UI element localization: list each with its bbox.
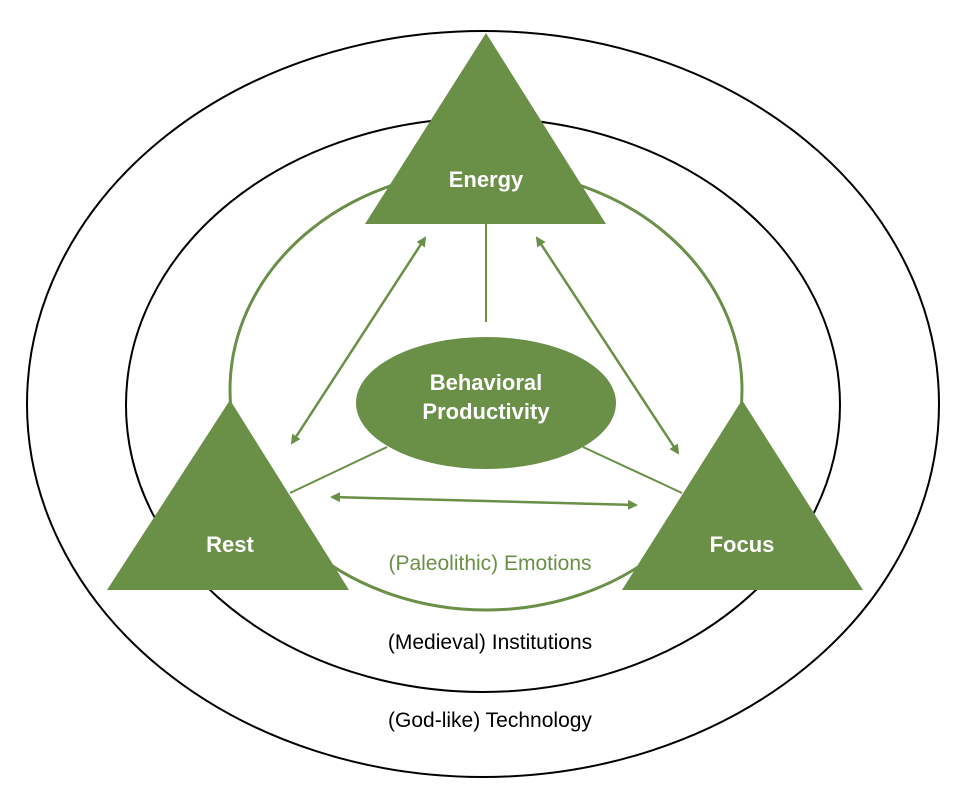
- arrow-energy-focus: [535, 236, 680, 455]
- emotions-label: (Paleolithic) Emotions: [388, 552, 591, 575]
- arrow-rest-focus: [330, 492, 638, 510]
- focus-triangle: [622, 400, 863, 590]
- rest-label: Rest: [206, 532, 254, 557]
- focus-label: Focus: [710, 532, 775, 557]
- connector-rest-center: [289, 446, 388, 494]
- behavioral-productivity-ellipse: [356, 337, 616, 469]
- connector-focus-center: [582, 446, 683, 494]
- rest-triangle: [107, 400, 349, 590]
- arrow-energy-rest: [290, 236, 427, 445]
- center-label-line1: Behavioral: [430, 370, 543, 395]
- center-label-line2: Productivity: [422, 399, 550, 424]
- technology-ellipse: [26, 30, 940, 778]
- energy-label: Energy: [449, 167, 524, 192]
- technology-label: (God-like) Technology: [388, 709, 592, 732]
- energy-triangle: [365, 33, 606, 224]
- institutions-label: (Medieval) Institutions: [388, 631, 592, 654]
